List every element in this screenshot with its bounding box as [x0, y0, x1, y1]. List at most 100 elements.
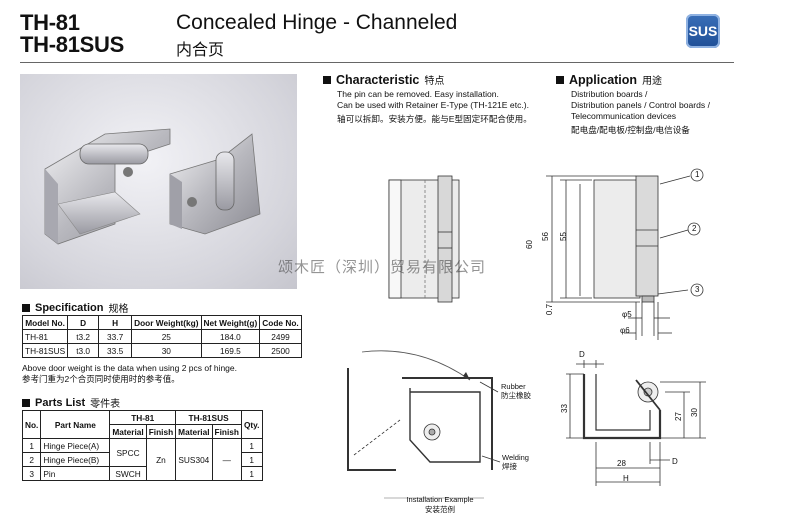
- header-divider: [20, 62, 734, 63]
- note-cn: 参考门重为2个合页同时使用时的参考值。: [22, 374, 180, 384]
- cell-finish: Zn: [145, 438, 177, 481]
- sus-badge: SUS: [686, 14, 720, 48]
- application-line-cn: 配电盘/配电板/控制盘/电信设备: [571, 125, 690, 135]
- parts-title-cn: 零件表: [90, 399, 121, 410]
- col-model: Model No.: [21, 315, 69, 330]
- specification-title: Specification: [35, 301, 104, 314]
- welding-label: Welding 焊接: [502, 453, 529, 471]
- dim-D-right-label: D: [672, 457, 678, 466]
- col-th81sus: TH-81SUS: [175, 410, 242, 425]
- bullet-square-icon: [22, 303, 30, 312]
- col-door-weight: Door Weight(kg): [131, 315, 202, 330]
- col-finish: Finish: [145, 424, 177, 439]
- bullet-square-icon: [22, 398, 30, 407]
- installation-caption: Installation Example 安装范例: [390, 495, 490, 515]
- col-material: Material: [175, 424, 213, 439]
- installation-caption-cn: 安装范例: [425, 505, 455, 514]
- dim-60-label: 60: [524, 240, 534, 249]
- product-title: Concealed Hinge - Channeled: [176, 11, 458, 34]
- cell-no: 1: [21, 438, 42, 453]
- cell-no: 2: [21, 452, 42, 467]
- cell-net-weight: 184.0: [200, 329, 261, 344]
- callout-1: 1: [695, 170, 700, 179]
- model-number-primary: TH-81: [20, 10, 80, 35]
- col-qty: Qty.: [240, 410, 263, 439]
- characteristic-text: The pin can be removed. Easy installatio…: [337, 89, 557, 125]
- parts-title: Parts List: [35, 396, 86, 409]
- col-th81: TH-81: [109, 410, 177, 425]
- application-heading: Application 用途: [556, 72, 662, 87]
- dim-56-label: 56: [540, 232, 550, 241]
- table-row: 2 Hinge Piece(B) 1: [21, 452, 263, 467]
- cell-door-weight: 30: [131, 343, 202, 358]
- cell-part-name: Hinge Piece(B): [40, 452, 111, 467]
- characteristic-line: Can be used with Retainer E-Type (TH-121…: [337, 100, 530, 110]
- table-row: TH-81SUS t3.0 33.5 30 169.5 2500: [21, 343, 302, 358]
- bullet-square-icon: [323, 75, 331, 84]
- table-row: TH-81 t3.2 33.7 25 184.0 2499: [21, 329, 302, 344]
- cell-part-name: Hinge Piece(A): [40, 438, 111, 453]
- dim-D-top-label: D: [579, 350, 585, 359]
- dim-55-label: 55: [558, 232, 568, 241]
- characteristic-title: Characteristic: [336, 72, 420, 87]
- dim-27-label: 27: [673, 412, 683, 421]
- characteristic-title-cn: 特点: [424, 76, 445, 87]
- cell-material: SWCH: [109, 466, 147, 481]
- section-view: [566, 360, 706, 486]
- installation-caption-en: Installation Example: [406, 495, 474, 504]
- rubber-label: Rubber 防尘橡胶: [501, 382, 531, 400]
- dim-28-label: 28: [617, 459, 626, 468]
- cell-d: t3.2: [67, 329, 100, 344]
- table-row: 1 Hinge Piece(A) SPCC Zn SUS304 — 1: [21, 438, 263, 481]
- col-net-weight: Net Weight(g): [200, 315, 261, 330]
- dim-H-label: H: [623, 474, 629, 483]
- cell-qty: 1: [240, 452, 263, 467]
- cell-part-name: Pin: [40, 466, 111, 481]
- parts-heading: Parts List 零件表: [22, 395, 120, 410]
- welding-label-en: Welding: [502, 453, 529, 462]
- application-line: Telecommunication devices: [571, 111, 677, 121]
- cell-h: 33.5: [98, 343, 133, 358]
- col-finish: Finish: [211, 424, 242, 439]
- cell-material-sus: SUS304: [175, 438, 213, 481]
- specification-heading: Specification 规格: [22, 300, 128, 315]
- watermark-text: 颂木匠（深圳）贸易有限公司: [278, 258, 487, 276]
- cell-material: SPCC: [109, 438, 147, 467]
- cell-model: TH-81SUS: [21, 343, 69, 358]
- dim-30-label: 30: [689, 408, 699, 417]
- welding-label-cn: 焊接: [502, 462, 517, 471]
- cell-h: 33.7: [98, 329, 133, 344]
- characteristic-line: The pin can be removed. Easy installatio…: [337, 89, 499, 99]
- product-title-cn: 内合页: [176, 42, 225, 59]
- application-line: Distribution panels / Control boards /: [571, 100, 711, 110]
- col-code: Code No.: [259, 315, 302, 330]
- application-text: Distribution boards / Distribution panel…: [571, 89, 761, 136]
- specification-note: Above door weight is the data when using…: [22, 363, 237, 385]
- callout-2: 2: [692, 224, 697, 233]
- cell-no: 3: [21, 466, 42, 481]
- dim-phi5-label: φ5: [622, 310, 632, 319]
- col-h: H: [98, 315, 133, 330]
- col-part-name: Part Name: [40, 410, 111, 439]
- application-title: Application: [569, 72, 638, 87]
- cell-d: t3.0: [67, 343, 100, 358]
- col-material: Material: [109, 424, 147, 439]
- rubber-label-en: Rubber: [501, 382, 526, 391]
- product-photo: [20, 74, 297, 289]
- table-header-row: No. Part Name TH-81 TH-81SUS Qty.: [21, 410, 263, 439]
- table-row: 3 Pin SWCH 1: [21, 466, 263, 481]
- application-title-cn: 用途: [642, 76, 663, 87]
- front-view-right: [546, 168, 704, 340]
- cell-finish-sus: —: [211, 438, 242, 481]
- cell-code: 2500: [259, 343, 302, 358]
- front-view-left: [388, 175, 460, 303]
- installation-example: [347, 350, 501, 499]
- specification-title-cn: 规格: [108, 304, 129, 315]
- cell-qty: 1: [240, 438, 263, 453]
- dim-0.7-label: 0.7: [545, 303, 555, 316]
- callout-3: 3: [695, 285, 700, 294]
- parts-table: No. Part Name TH-81 TH-81SUS Qty. Materi…: [21, 410, 263, 481]
- bullet-square-icon: [556, 75, 564, 84]
- cell-model: TH-81: [21, 329, 69, 344]
